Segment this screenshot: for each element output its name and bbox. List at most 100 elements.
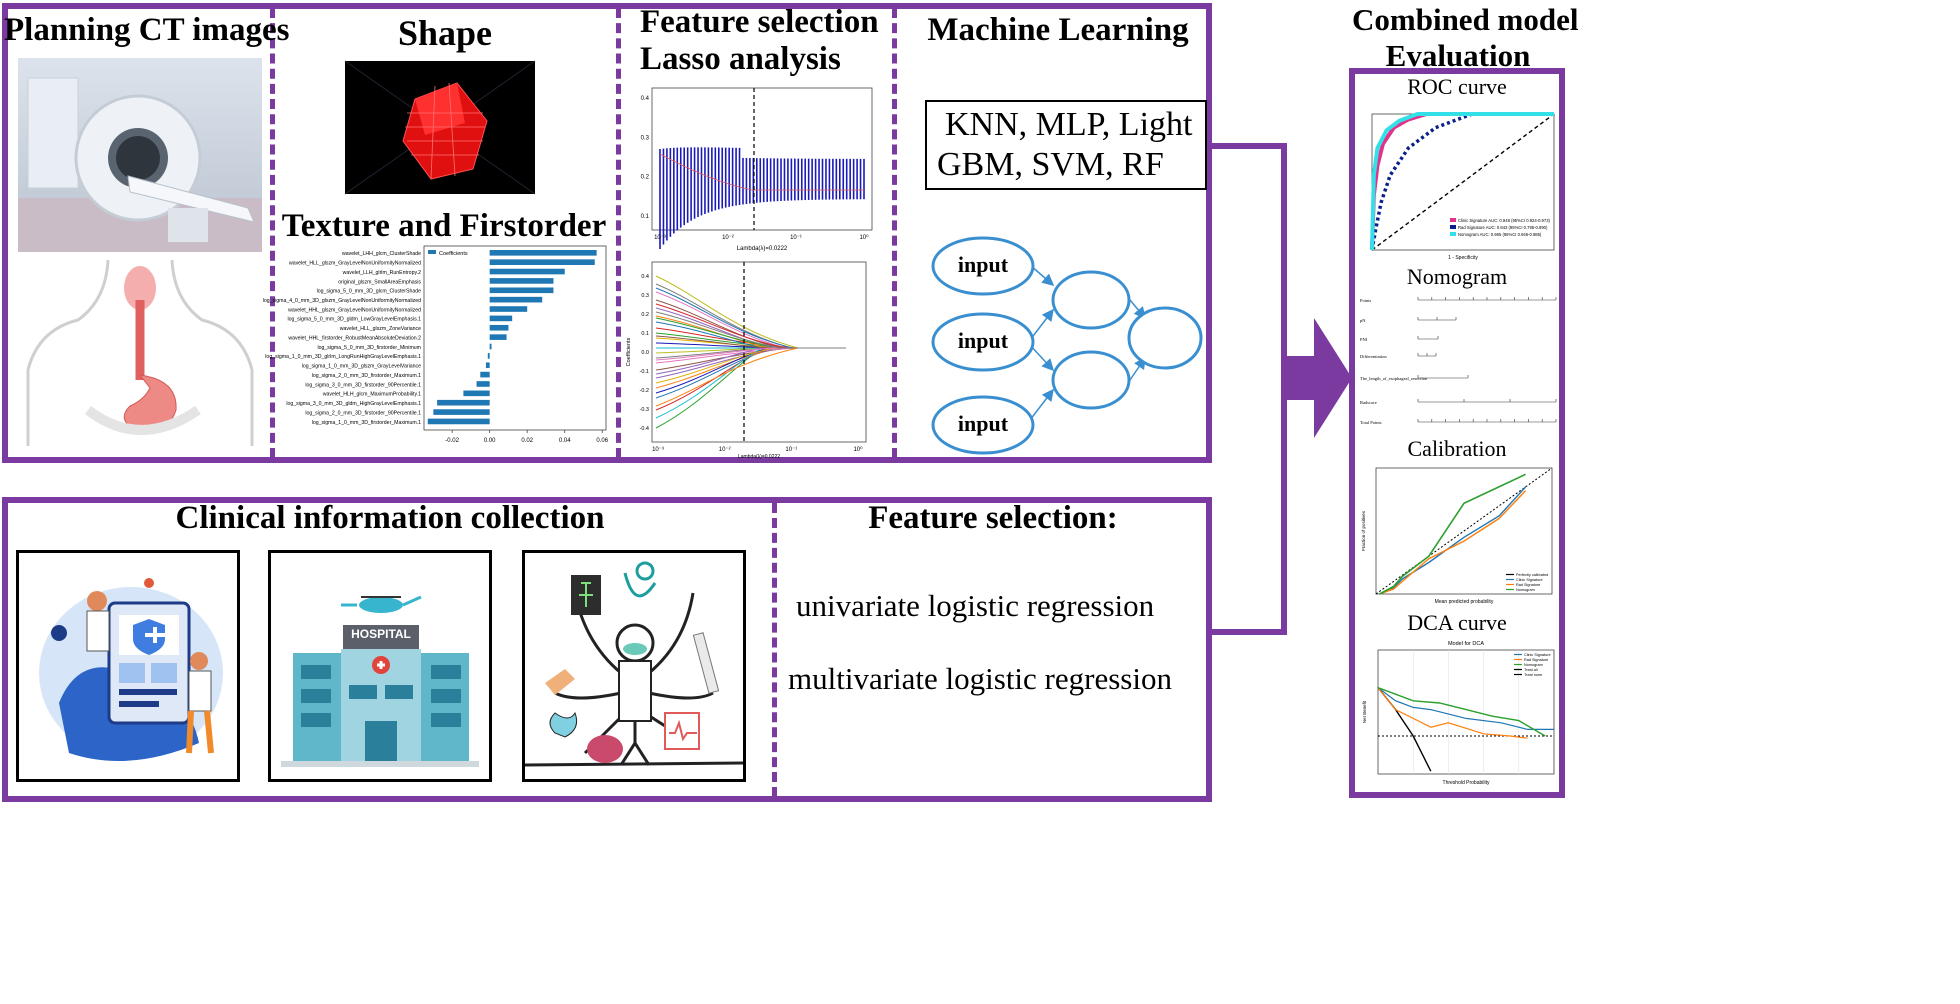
evaluation-title-line-2: Evaluation	[1385, 38, 1531, 73]
roc-legend-swatch	[1450, 218, 1456, 222]
lasso-path-y-tick: -0.4	[640, 426, 649, 432]
dca-treat-all-line	[1377, 687, 1432, 772]
roc-xlabel: 1 - Specificity	[1448, 255, 1478, 261]
dca-chart-title: Model for DCA	[1448, 641, 1484, 647]
multivariate-text: multivariate logistic regression	[788, 661, 1172, 696]
coef-feature-label: wavelet_HLH_glcm_MaximumProbability.1	[323, 392, 421, 398]
ct-scanner-image	[18, 58, 262, 252]
lasso-path-line	[655, 303, 846, 349]
coef-feature-label: wavelet_LHH_glcm_ClusterShade	[342, 251, 421, 257]
roc-chart: Clinic Signature AUC: 0.948 (95%CI 0.924…	[1358, 100, 1558, 265]
dca-nomogram-line	[1377, 686, 1546, 737]
coef-legend-swatch	[428, 250, 436, 254]
lasso-cv-frame	[651, 87, 873, 231]
coef-bar	[489, 268, 565, 275]
univariate-text: univariate logistic regression	[796, 588, 1155, 623]
ml-models-line-1: KNN, MLP, Light	[945, 106, 1193, 143]
lasso-path-y-tick: 0.1	[641, 331, 649, 337]
lasso-path-x-tick: 10⁰	[853, 446, 863, 453]
esophagus-anatomy-image	[18, 259, 262, 446]
calibration-nomogram-line	[1379, 473, 1526, 595]
nn-input-3: input	[957, 411, 1009, 436]
divider-1	[270, 8, 275, 458]
calibration-legend-label: Perfectly calibrated	[1516, 573, 1548, 577]
calibration-perfect-line	[1375, 467, 1553, 595]
dca-rad-line	[1377, 687, 1528, 739]
lasso-path-y-tick: 0.0	[641, 350, 649, 356]
dca-legend-label: Rad Signature	[1524, 658, 1548, 662]
lasso-path-line	[655, 347, 846, 394]
texture-firstorder-title: Texture and Firstorder	[281, 208, 607, 244]
roc-rad-line	[1370, 112, 1554, 251]
coef-bar	[427, 418, 490, 425]
lasso-path-y-tick: -0.2	[640, 388, 649, 394]
coef-bar	[487, 353, 490, 359]
clinical-doctor-tools-image	[522, 550, 746, 782]
roc-legend-label: Clinic Signature AUC: 0.948 (95%CI 0.924…	[1458, 218, 1551, 223]
clinical-doctor-tablet-image	[16, 550, 240, 782]
coef-bar	[463, 390, 490, 397]
coef-feature-label: log_sigma_1_0_mm_3D_glszm_GrayLevelVaria…	[302, 364, 421, 370]
neural-network-diagram: input input input	[925, 230, 1210, 458]
coef-feature-label: log_sigma_1_0_mm_3D_glrlm_LongRunHighGra…	[265, 354, 421, 360]
coef-tick-label: 0.06	[596, 438, 608, 444]
machine-learning-title: Machine Learning	[927, 12, 1189, 48]
coef-bar	[437, 399, 490, 406]
lasso-cv-x-tick: 10⁻²	[722, 235, 734, 241]
lasso-path-line	[655, 287, 846, 349]
coef-feature-label: wavelet_HHL_glszm_GrayLevelNonUniformity…	[288, 307, 421, 313]
divider-3	[892, 8, 897, 458]
dca-ylabel: Net Benefit	[1362, 700, 1367, 723]
coef-feature-label: log_sigma_2_0_mm_3D_firstorder_Maximum.1	[312, 373, 421, 379]
coef-bar	[489, 259, 595, 265]
dca-title: DCA curve	[1407, 610, 1507, 635]
lasso-cv-x-tick: 10⁻³	[654, 235, 666, 241]
lasso-path-line	[655, 347, 846, 361]
shape-3d-render	[344, 60, 536, 195]
lasso-path-ylabel: Coefficients	[626, 337, 632, 366]
roc-nomogram-line	[1370, 112, 1554, 251]
calibration-legend-label: Nomogram	[1516, 588, 1535, 592]
lasso-cv-y-tick: 0.3	[641, 135, 650, 141]
coef-feature-label: log_sigma_5_0_mm_3D_glcm_ClusterShade	[317, 289, 421, 295]
coef-bar	[489, 334, 507, 340]
coef-feature-label: log_sigma_2_0_mm_3D_firstorder_90Percent…	[305, 410, 421, 416]
coef-bar	[489, 278, 554, 284]
dca-frame	[1377, 649, 1555, 775]
lasso-path-line	[655, 347, 846, 384]
coef-tick-label: -0.02	[445, 438, 459, 444]
lasso-path-xlabel: Lambda(λ)=0.0222	[738, 454, 780, 460]
lasso-path-line	[655, 275, 846, 349]
coef-feature-label: log_sigma_5_0_mm_3D_gldm_LowGrayLevelEmp…	[287, 317, 421, 323]
lasso-path-y-tick: 0.2	[641, 312, 649, 318]
lasso-path-y-tick: 0.3	[641, 293, 649, 299]
coef-tick-label: 0.02	[521, 438, 533, 444]
coef-feature-label: original_glszm_SmallAreaEmphasis	[338, 279, 421, 285]
calibration-legend-label: Rad Signature	[1516, 583, 1540, 587]
calibration-legend-label: Clinic Signature	[1516, 578, 1543, 582]
roc-title: ROC curve	[1407, 74, 1507, 99]
calibration-rad-line	[1379, 490, 1527, 595]
roc-diagonal	[1371, 113, 1555, 251]
coef-bar	[489, 250, 597, 256]
coef-feature-label: wavelet_HLL_glszm_GrayLevelNonUniformity…	[289, 261, 421, 267]
coef-bar	[489, 306, 528, 312]
coef-bar	[476, 381, 490, 387]
lasso-path-frame	[651, 261, 867, 443]
calibration-title: Calibration	[1407, 436, 1507, 461]
coef-plot-frame	[423, 245, 607, 431]
coef-bar	[433, 409, 490, 415]
coef-bar	[480, 371, 490, 378]
lasso-path-y-tick: 0.4	[641, 274, 649, 280]
coef-bar	[489, 287, 554, 294]
roc-legend-label: Nomogram AUC: 0.965 (95%CI 0.946-0.985)	[1458, 232, 1542, 237]
coef-feature-label: wavelet_HHL_firstorder_RobustMeanAbsolut…	[288, 335, 421, 341]
roc-legend-swatch	[1450, 225, 1456, 229]
coef-tick-label: 0.00	[484, 438, 496, 444]
nomogram-row-label: Differentiation	[1360, 354, 1387, 359]
coef-bar	[489, 343, 492, 350]
calibration-clinic-line	[1379, 486, 1527, 595]
